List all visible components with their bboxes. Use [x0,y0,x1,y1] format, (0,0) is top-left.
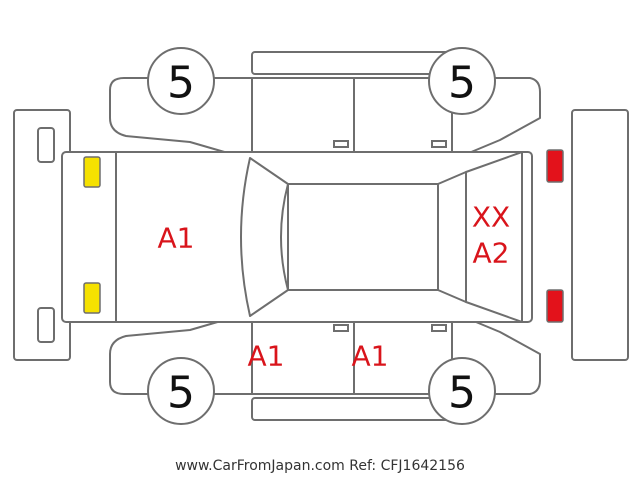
rear-side-door-damage-mark: A1 [352,340,389,373]
rear-bumper [571,109,629,361]
rear-right-lamp [546,289,564,323]
tire-front-right-score: 5 [167,368,195,419]
rear-left-lamp [546,149,564,183]
tire-front-left: 5 [147,47,215,115]
tire-rear-left: 5 [428,47,496,115]
roof-rail-top [251,51,453,75]
tire-rear-right-score: 5 [448,368,476,419]
tire-front-right: 5 [147,357,215,425]
watermark-reference: www.CarFromJapan.com Ref: CFJ1642156 [175,458,465,474]
front-door-damage-mark: A1 [248,340,285,373]
tire-rear-right: 5 [428,357,496,425]
roof-rail-bottom [251,397,453,421]
rear-door-damage-mark-line1: XX [472,201,510,234]
tire-front-left-score: 5 [167,58,195,109]
rear-door-damage-mark-line2: A2 [473,237,510,270]
tire-rear-left-score: 5 [448,58,476,109]
hood-damage-mark: A1 [158,222,195,255]
front-right-headlamp [83,282,101,314]
vehicle-body-top [61,151,533,323]
front-left-headlamp [83,156,101,188]
